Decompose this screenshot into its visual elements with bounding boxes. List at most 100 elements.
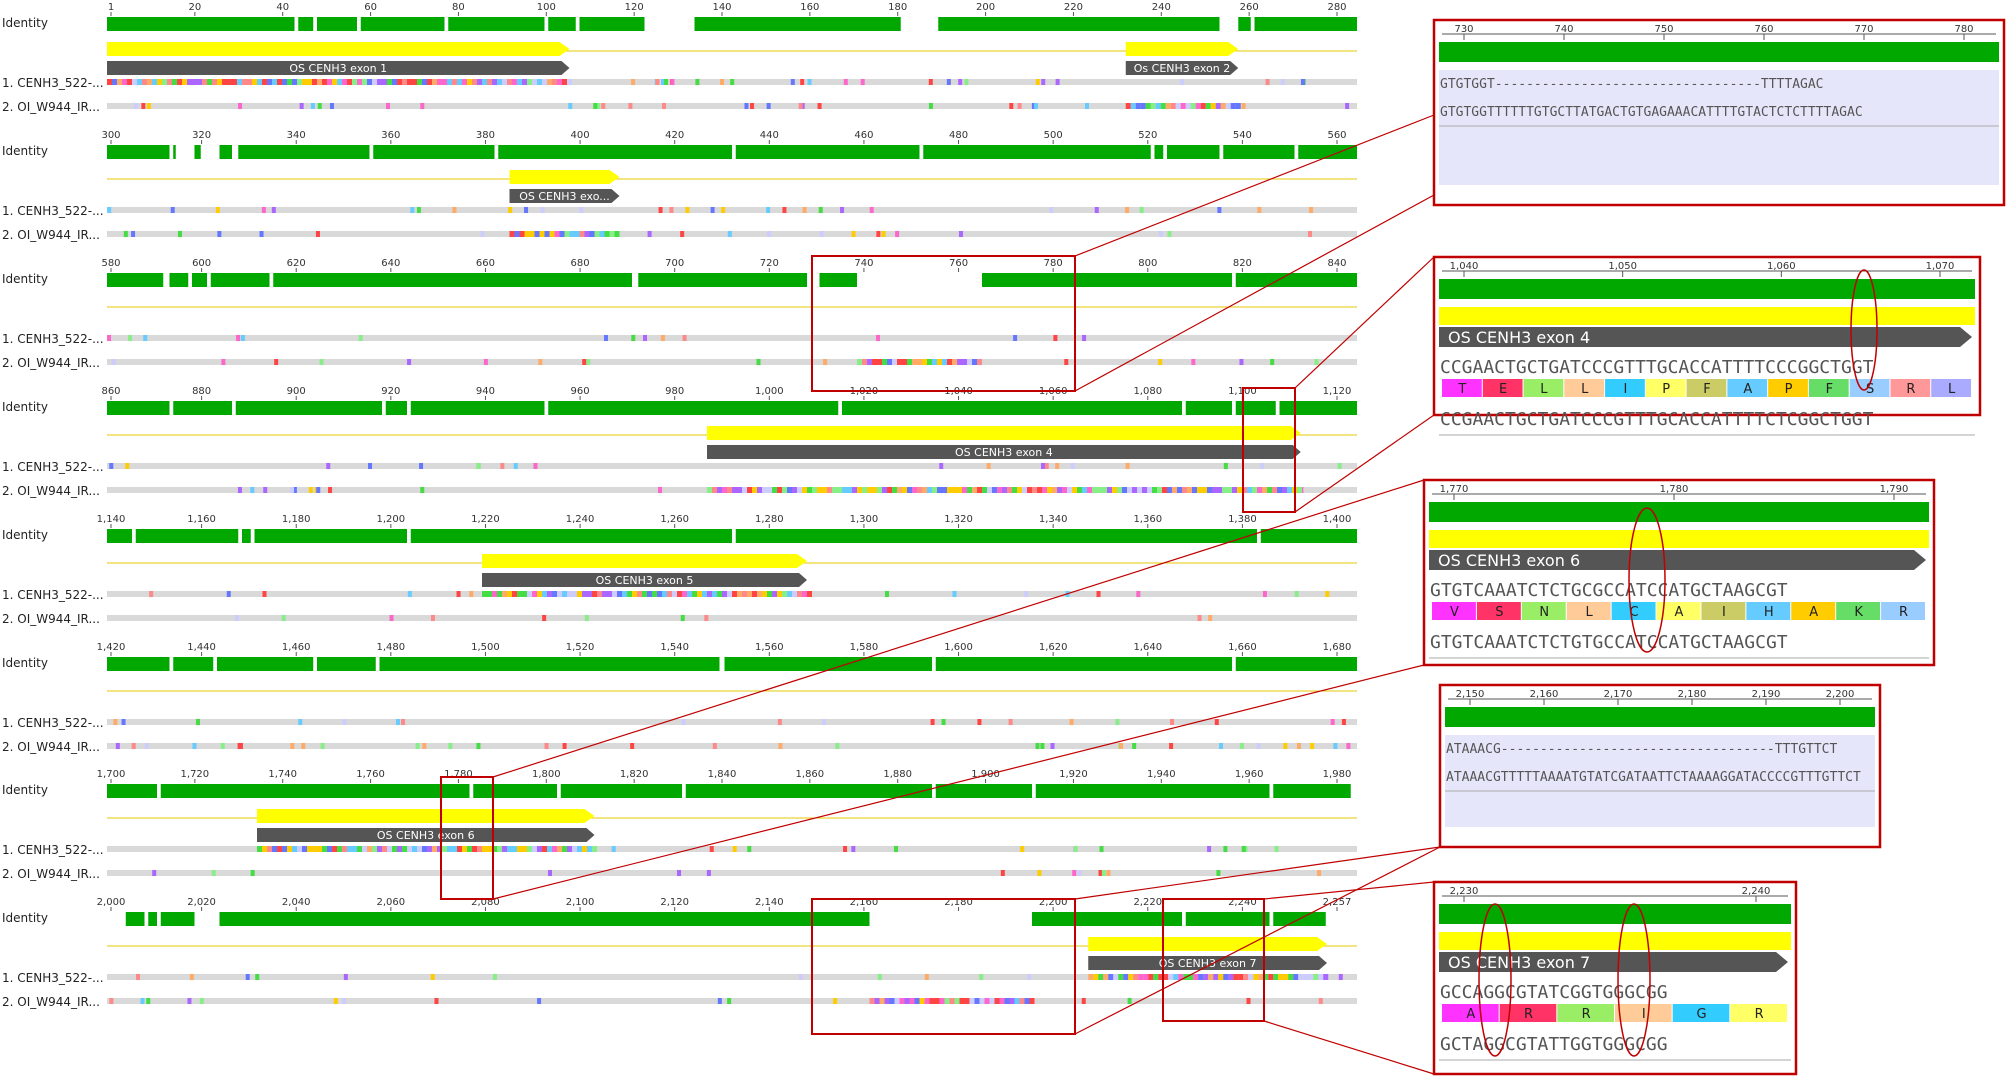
variant-mark [170, 207, 175, 213]
variant-mark [362, 79, 367, 85]
variant-mark [924, 998, 930, 1004]
variant-mark [1032, 487, 1037, 493]
variant-mark [322, 846, 327, 852]
variant-mark [867, 487, 872, 493]
variant-mark [387, 846, 392, 852]
seq1-label: 1. CENH3_522-... [2, 716, 104, 730]
variant-mark [1318, 998, 1323, 1004]
aa-cell [1849, 379, 1890, 397]
ruler-label: 1,180 [282, 514, 311, 525]
variant-mark [958, 231, 963, 237]
zoom-tick-label: 2,200 [1826, 689, 1855, 700]
variant-mark [412, 79, 417, 85]
variant-mark [1130, 103, 1136, 109]
variant-mark [934, 998, 940, 1004]
variant-mark [532, 79, 537, 85]
zoom-tick-label: 760 [1754, 24, 1773, 35]
variant-mark [695, 79, 700, 85]
zoom-seq-bottom: GCTAGGCGTATTGGTGGGCGG [1440, 1034, 1668, 1055]
variant-mark [977, 719, 982, 725]
variant-mark [1288, 974, 1294, 980]
variant-mark [577, 591, 582, 597]
variant-mark [798, 103, 803, 109]
variant-mark [1073, 846, 1078, 852]
variant-mark [329, 103, 334, 109]
seq2-label: 2. OI_W944_IR... [2, 228, 100, 242]
variant-mark [1155, 103, 1161, 109]
variant-mark [902, 359, 907, 365]
variant-mark [817, 103, 822, 109]
identity-gap [732, 529, 736, 543]
variant-mark [322, 79, 327, 85]
variant-mark [187, 79, 192, 85]
variant-mark [529, 231, 535, 237]
aa-letter: R [1755, 1007, 1764, 1022]
variant-mark [969, 998, 975, 1004]
variant-mark [281, 615, 286, 621]
variant-mark [672, 591, 677, 597]
variant-mark [564, 231, 570, 237]
identity-gap [1232, 273, 1236, 287]
annotation-label: OS CENH3 exon 4 [955, 446, 1053, 459]
mismatch-ellipse [1478, 903, 1512, 1057]
ruler-label: 900 [287, 386, 306, 397]
ruler-label: 1,400 [1323, 514, 1352, 525]
ruler-label: 1,140 [97, 514, 126, 525]
variant-mark [507, 591, 512, 597]
variant-mark [1147, 487, 1152, 493]
variant-mark [277, 846, 282, 852]
variant-mark [609, 231, 615, 237]
variant-mark [777, 591, 782, 597]
variant-mark [937, 487, 942, 493]
variant-mark [386, 103, 391, 109]
variant-mark [586, 359, 591, 365]
variant-mark [1020, 846, 1025, 852]
highlight-box [811, 898, 1076, 1035]
annotation-arrow-yellow [107, 42, 570, 56]
variant-mark [472, 846, 477, 852]
sequence-track [107, 743, 1357, 749]
mismatch-ellipse [1617, 903, 1651, 1057]
variant-mark [887, 359, 892, 365]
variant-mark [416, 207, 421, 213]
variant-mark [952, 359, 957, 365]
variant-mark [407, 591, 412, 597]
variant-mark [884, 998, 890, 1004]
variant-mark [1187, 487, 1192, 493]
variant-mark [1215, 103, 1221, 109]
variant-mark [1055, 79, 1060, 85]
ruler-label: 2,240 [1228, 897, 1257, 908]
ruler-label: 360 [381, 130, 400, 141]
variant-mark [617, 591, 622, 597]
variant-mark [1070, 463, 1075, 469]
variant-mark [833, 998, 838, 1004]
variant-mark [232, 79, 237, 85]
variant-mark [337, 846, 342, 852]
variant-mark [502, 846, 507, 852]
variant-mark [1337, 463, 1342, 469]
variant-mark [1031, 103, 1036, 109]
variant-mark [1004, 998, 1010, 1004]
variant-mark [602, 591, 607, 597]
variant-mark [717, 487, 722, 493]
seq1-label: 1. CENH3_522-... [2, 204, 104, 218]
identity-gap [169, 401, 174, 415]
variant-mark [146, 998, 151, 1004]
variant-mark [917, 359, 922, 365]
variant-mark [1192, 487, 1197, 493]
zoom-tick-label: 730 [1454, 24, 1473, 35]
variant-mark [1228, 974, 1234, 980]
variant-mark [212, 79, 217, 85]
variant-mark [1029, 998, 1035, 1004]
variant-mark [614, 231, 620, 237]
variant-mark [1153, 974, 1159, 980]
variant-mark [297, 846, 302, 852]
variant-mark [427, 79, 432, 85]
variant-mark [217, 231, 222, 237]
variant-mark [299, 103, 304, 109]
identity-gap [238, 529, 242, 543]
variant-mark [942, 487, 947, 493]
variant-mark [1318, 974, 1324, 980]
seq2-label: 2. OI_W944_IR... [2, 484, 100, 498]
zoom-annotation-label: OS CENH3 exon 4 [1448, 328, 1590, 347]
